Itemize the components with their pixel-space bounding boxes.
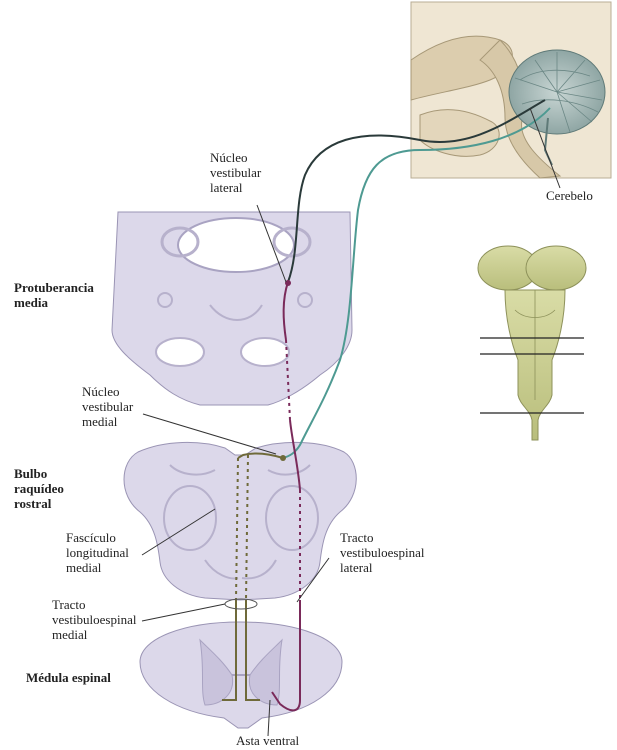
label-protuberancia-media: Protuberancia media bbox=[14, 280, 94, 310]
label-asta-ventral: Asta ventral bbox=[236, 733, 299, 748]
label-bulbo-raquideo-rostral: Bulbo raquídeo rostral bbox=[14, 466, 64, 511]
spinal-cord-section bbox=[140, 622, 342, 728]
label-cerebelo: Cerebelo bbox=[546, 188, 593, 203]
brainstem-dorsal-image bbox=[478, 246, 586, 440]
label-nucleo-vestibular-medial: Núcleo vestibular medial bbox=[82, 384, 133, 429]
brain-sagittal-image bbox=[411, 2, 611, 178]
label-medula-espinal: Médula espinal bbox=[26, 670, 111, 685]
medulla-section bbox=[124, 442, 356, 600]
label-tracto-vestibuloespinal-lateral: Tracto vestibuloespinal lateral bbox=[340, 530, 425, 575]
label-tracto-vestibuloespinal-medial: Tracto vestibuloespinal medial bbox=[52, 597, 137, 642]
label-fasciculo-longitudinal-medial: Fascículo longitudinal medial bbox=[66, 530, 129, 575]
label-nucleo-vestibular-lateral: Núcleo vestibular lateral bbox=[210, 150, 261, 195]
pons-section bbox=[112, 212, 352, 405]
leader-tracto-medial bbox=[142, 604, 225, 621]
